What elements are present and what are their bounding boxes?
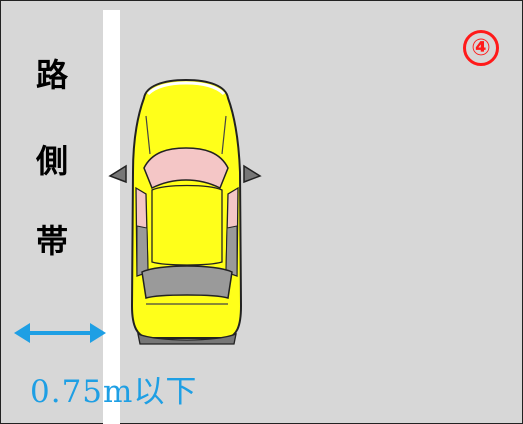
- right-mirror-icon: [243, 164, 262, 184]
- roof: [151, 184, 223, 266]
- left-mirror-icon: [108, 164, 127, 184]
- shoulder-label-char-2: 側: [36, 142, 69, 180]
- car-top-view-icon: [108, 78, 262, 345]
- headlight-strip: [146, 81, 226, 96]
- shoulder-line: [103, 10, 120, 424]
- rear-bumper: [137, 332, 237, 345]
- step-badge: ④: [463, 30, 499, 66]
- rear-window: [141, 265, 233, 299]
- shoulder-label-char-3: 帯: [36, 222, 69, 260]
- double-arrow-icon: [14, 323, 106, 343]
- shoulder-width-label: 0.75m以下: [30, 374, 198, 410]
- windshield: [143, 147, 229, 190]
- shoulder-label-char-1: 路: [36, 56, 69, 94]
